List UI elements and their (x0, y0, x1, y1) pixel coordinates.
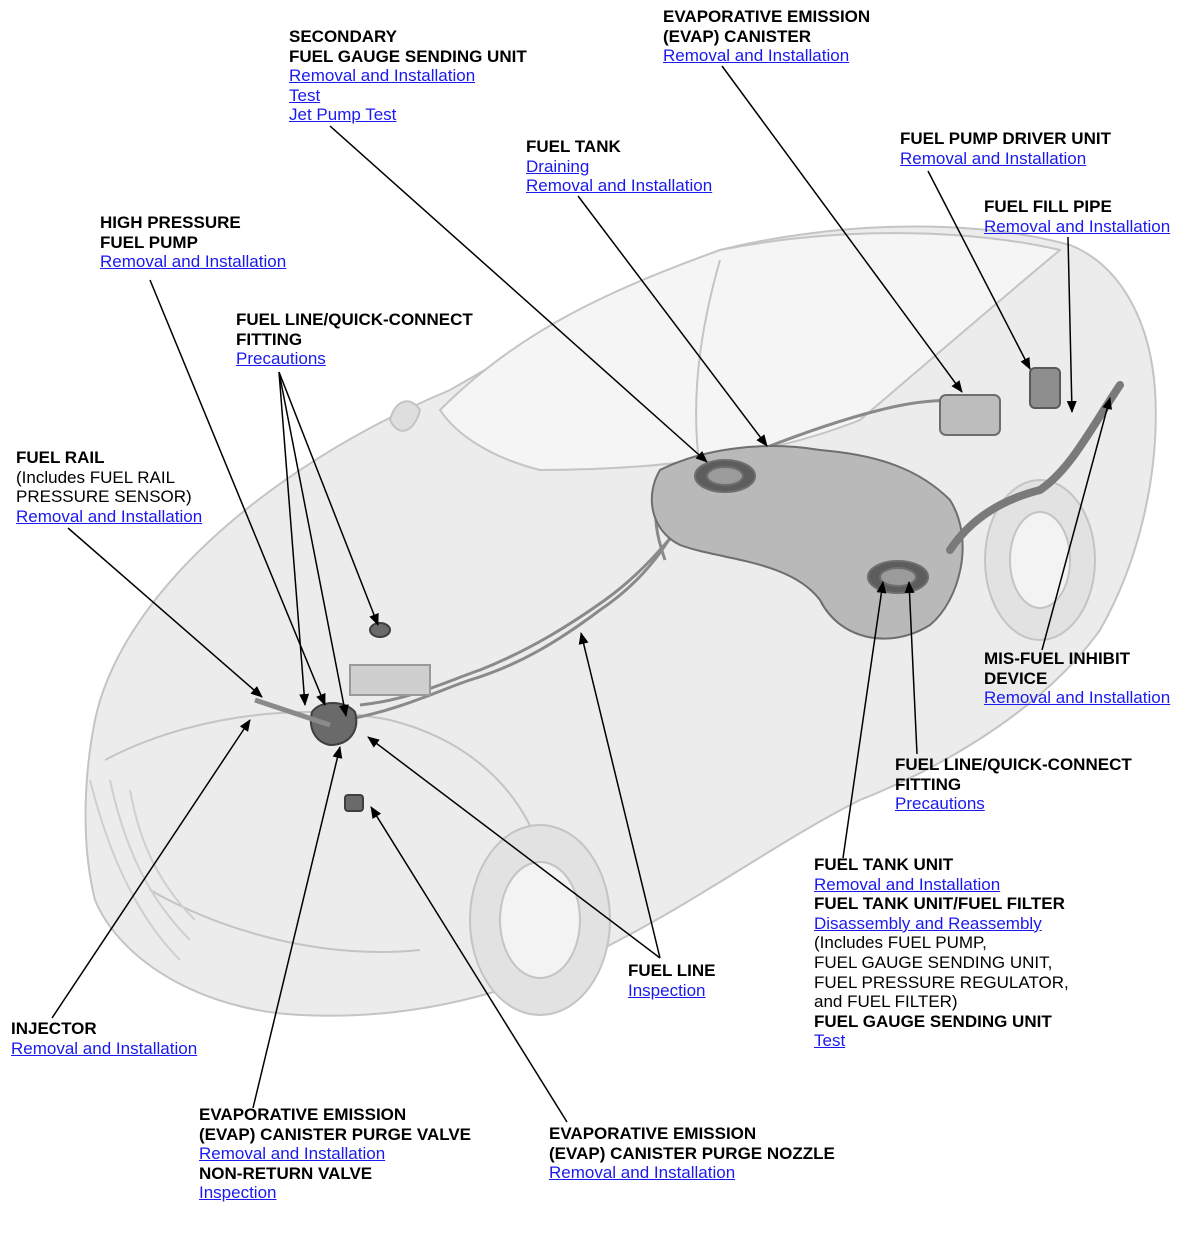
removal-installation-link[interactable]: Removal and Installation (663, 46, 850, 66)
callout-fuel-pump-driver: FUEL PUMP DRIVER UNIT Removal and Instal… (900, 129, 1111, 168)
callout-fuel-fill-pipe: FUEL FILL PIPE Removal and Installation (984, 197, 1170, 236)
removal-installation-link[interactable]: Removal and Installation (526, 176, 713, 196)
callout-title: FUEL RAIL (16, 448, 105, 467)
callout-note: (Includes FUEL PUMP, (814, 933, 987, 953)
fuel-rail-graphic (254, 697, 331, 728)
removal-installation-link[interactable]: Removal and Installation (549, 1163, 736, 1183)
callout-note: FUEL PRESSURE REGULATOR, (814, 972, 1069, 992)
callout-title: DEVICE (984, 668, 1048, 688)
callout-title: FUEL TANK (526, 137, 621, 156)
callout-title: INJECTOR (11, 1019, 97, 1038)
callout-note: FUEL GAUGE SENDING UNIT, (814, 952, 1053, 972)
grille (89, 779, 196, 961)
callout-title: (EVAP) CANISTER PURGE NOZZLE (549, 1143, 835, 1163)
removal-installation-link[interactable]: Removal and Installation (199, 1144, 386, 1164)
callout-title: FUEL LINE/QUICK-CONNECT (236, 310, 473, 329)
callout-title: FUEL PUMP (100, 232, 198, 252)
callout-injector: INJECTOR Removal and Installation (11, 1019, 197, 1058)
callout-title: FUEL TANK UNIT/FUEL FILTER (814, 894, 1065, 914)
inspection-link[interactable]: Inspection (199, 1183, 277, 1203)
removal-installation-link[interactable]: Removal and Installation (984, 688, 1171, 708)
callout-fuel-tank-unit: FUEL TANK UNIT Removal and Installation … (814, 855, 1069, 1051)
engine-bracket-graphic (349, 664, 431, 696)
callout-title: FUEL GAUGE SENDING UNIT (289, 46, 527, 66)
removal-installation-link[interactable]: Removal and Installation (100, 252, 287, 272)
callout-title: FUEL PUMP DRIVER UNIT (900, 129, 1111, 148)
removal-installation-link[interactable]: Removal and Installation (16, 506, 203, 526)
callout-title: EVAPORATIVE EMISSION (549, 1124, 757, 1143)
jet-pump-test-link[interactable]: Jet Pump Test (289, 105, 397, 125)
callout-title: FUEL LINE/QUICK-CONNECT (895, 755, 1132, 774)
removal-installation-link[interactable]: Removal and Installation (900, 148, 1087, 168)
leader-lines (51, 65, 1112, 1123)
callout-quick-connect-front: FUEL LINE/QUICK-CONNECT FITTING Precauti… (236, 310, 473, 369)
evap-canister-graphic (939, 394, 1001, 436)
callout-title: NON-RETURN VALVE (199, 1163, 373, 1183)
callout-evap-canister: EVAPORATIVE EMISSION (EVAP) CANISTER Rem… (663, 7, 870, 66)
callout-title: SECONDARY (289, 27, 397, 46)
precautions-link[interactable]: Precautions (236, 349, 326, 369)
callout-title: FITTING (236, 329, 303, 349)
callout-title: FUEL GAUGE SENDING UNIT (814, 1011, 1052, 1031)
rear-wheel (984, 479, 1096, 641)
callout-title: FUEL LINE (628, 961, 716, 980)
callout-title: (EVAP) CANISTER (663, 26, 811, 46)
callout-title: (EVAP) CANISTER PURGE VALVE (199, 1124, 472, 1144)
callout-note: (Includes FUEL RAIL (16, 467, 176, 487)
callout-title: EVAPORATIVE EMISSION (199, 1105, 407, 1124)
test-link[interactable]: Test (814, 1031, 846, 1051)
inspection-link[interactable]: Inspection (628, 980, 706, 1000)
fuel-fill-pipe-graphic (946, 381, 1124, 554)
callout-purge-nozzle: EVAPORATIVE EMISSION (EVAP) CANISTER PUR… (549, 1124, 835, 1183)
callout-purge-valve: EVAPORATIVE EMISSION (EVAP) CANISTER PUR… (199, 1105, 471, 1203)
disassembly-reassembly-link[interactable]: Disassembly and Reassembly (814, 913, 1042, 933)
callout-fuel-rail: FUEL RAIL (Includes FUEL RAIL PRESSURE S… (16, 448, 202, 526)
callout-title: MIS-FUEL INHIBIT (984, 649, 1131, 668)
callout-title: FUEL TANK UNIT (814, 855, 954, 874)
removal-installation-link[interactable]: Removal and Installation (984, 216, 1171, 236)
car-body (84, 225, 1157, 1017)
callout-note: PRESSURE SENSOR) (16, 487, 192, 507)
callout-mis-fuel-device: MIS-FUEL INHIBIT DEVICE Removal and Inst… (984, 649, 1170, 708)
callout-title: EVAPORATIVE EMISSION (663, 7, 871, 26)
callout-title: FITTING (895, 774, 962, 794)
precautions-link[interactable]: Precautions (895, 794, 985, 814)
removal-installation-link[interactable]: Removal and Installation (814, 874, 1001, 894)
draining-link[interactable]: Draining (526, 156, 590, 176)
callout-secondary-sending-unit: SECONDARY FUEL GAUGE SENDING UNIT Remova… (289, 27, 527, 125)
front-wheel (469, 824, 611, 1016)
fuel-pump-driver-graphic (1029, 367, 1061, 409)
callout-high-pressure-pump: HIGH PRESSURE FUEL PUMP Removal and Inst… (100, 213, 286, 272)
callout-note: and FUEL FILTER) (814, 992, 958, 1012)
removal-installation-link[interactable]: Removal and Installation (11, 1038, 198, 1058)
test-link[interactable]: Test (289, 85, 321, 105)
callout-title: FUEL FILL PIPE (984, 197, 1112, 216)
callout-fuel-tank: FUEL TANK Draining Removal and Installat… (526, 137, 712, 196)
removal-installation-link[interactable]: Removal and Installation (289, 66, 476, 86)
callout-quick-connect-rear: FUEL LINE/QUICK-CONNECT FITTING Precauti… (895, 755, 1132, 814)
callout-fuel-line: FUEL LINE Inspection (628, 961, 716, 1000)
callout-title: HIGH PRESSURE (100, 213, 241, 232)
